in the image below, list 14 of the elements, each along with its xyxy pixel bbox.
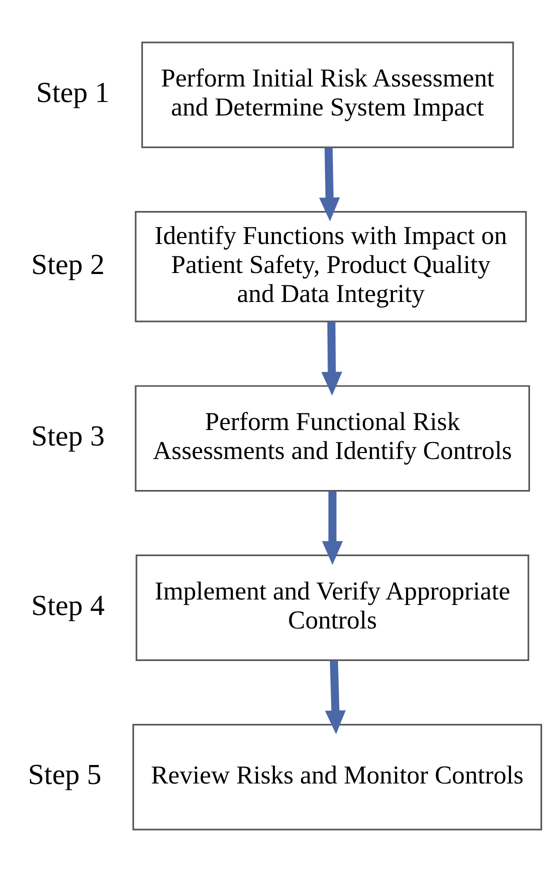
arrow: [324, 660, 346, 734]
node-box: Perform Initial Risk Assessment and Determine System Impact: [141, 42, 514, 148]
arrow: [319, 147, 340, 222]
node-box: Implement and Verify Appropriate Controls: [136, 554, 530, 661]
node-box: Identify Functions with Impact on Patient Safety, Product Quality and Data Integrity: [134, 211, 527, 322]
node-label: Step 2: [31, 248, 105, 281]
node-label: Step 5: [28, 759, 102, 792]
node-label: Step 3: [31, 420, 105, 453]
node-label: Step 4: [31, 590, 105, 622]
arrow: [321, 322, 342, 396]
node-label: Step 1: [36, 76, 110, 109]
node-box: Perform Functional Risk Assessments and Identify Controls: [134, 385, 530, 492]
arrow: [322, 491, 343, 565]
node-box: Review Risks and Monitor Controls: [132, 724, 542, 830]
